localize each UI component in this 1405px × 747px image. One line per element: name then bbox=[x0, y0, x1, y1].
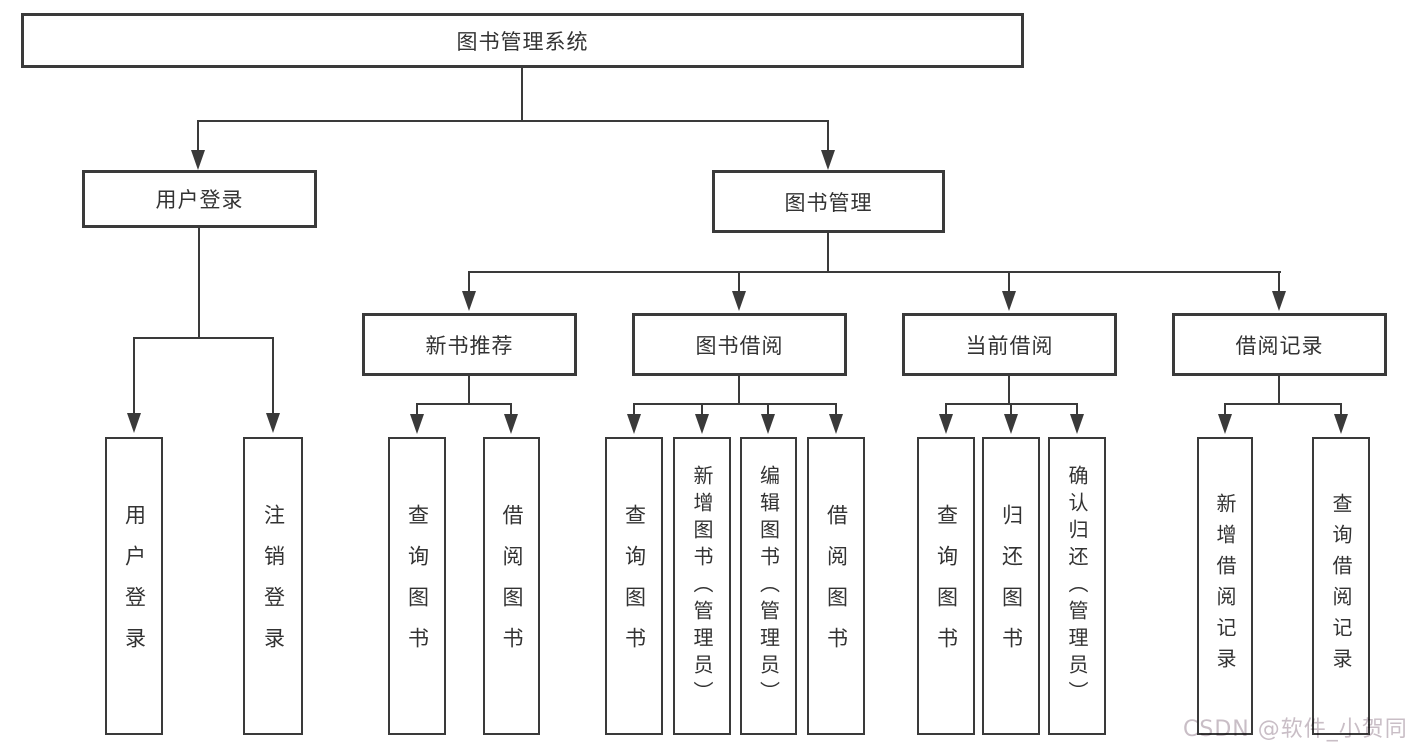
arrow-down-icon bbox=[821, 150, 835, 170]
arrow-down-icon bbox=[761, 414, 775, 434]
leaf-label: 编辑图书（管理员） bbox=[756, 464, 781, 708]
leaf-label: 用户登录 bbox=[122, 504, 147, 668]
leaf-user-login: 用户登录 bbox=[105, 437, 163, 735]
edge-root-stem bbox=[521, 66, 523, 121]
leaf-label: 确认归还（管理员） bbox=[1065, 464, 1089, 708]
arrow-down-icon bbox=[1070, 414, 1084, 434]
edge-user-login-stem bbox=[198, 227, 200, 338]
edge-leaf-stub bbox=[945, 405, 947, 415]
node-current-borrowing-label: 当前借阅 bbox=[965, 333, 1054, 358]
leaf-add-borrow-record: 新增借阅记录 bbox=[1197, 437, 1253, 735]
arrow-down-icon bbox=[462, 291, 476, 311]
leaf-label: 查询图书 bbox=[934, 504, 959, 668]
leaf-logout: 注销登录 bbox=[243, 437, 303, 735]
edge-leaf-stub bbox=[633, 405, 635, 415]
edge-group-stub bbox=[1278, 273, 1280, 292]
node-user-login: 用户登录 bbox=[82, 170, 317, 228]
csdn-watermark: CSDN @软件_小贺同学 bbox=[1183, 717, 1405, 742]
leaf-label: 查询图书 bbox=[622, 504, 647, 668]
edge-group4-bar bbox=[1224, 403, 1342, 405]
arrow-down-icon bbox=[627, 414, 641, 434]
arrow-down-icon bbox=[695, 414, 709, 434]
leaf-confirm-return-admin: 确认归还（管理员） bbox=[1048, 437, 1106, 735]
edge-leaf-stub bbox=[835, 405, 837, 415]
edge-group-stub bbox=[468, 273, 470, 292]
edge-group2-stem bbox=[738, 375, 740, 404]
edge-book-mgmt-bar bbox=[468, 271, 1281, 273]
arrow-down-icon bbox=[1218, 414, 1232, 434]
arrow-down-icon bbox=[191, 150, 205, 170]
leaf-borrow-books-recommend: 借阅图书 bbox=[483, 437, 540, 735]
edge-group1-stem bbox=[468, 375, 470, 404]
arrow-down-icon bbox=[1272, 291, 1286, 311]
edge-group1-bar bbox=[416, 403, 512, 405]
leaf-label: 注销登录 bbox=[261, 504, 286, 668]
node-book-borrowing-label: 图书借阅 bbox=[695, 333, 784, 358]
edge-group-stub bbox=[738, 273, 740, 292]
leaf-label: 新增图书（管理员） bbox=[690, 464, 714, 708]
leaf-query-books-borrowing: 查询图书 bbox=[605, 437, 663, 735]
node-user-login-label: 用户登录 bbox=[155, 188, 244, 212]
arrow-down-icon bbox=[127, 413, 141, 433]
node-book-management: 图书管理 bbox=[712, 170, 945, 233]
arrow-down-icon bbox=[1004, 414, 1018, 434]
edge-leaf-stub bbox=[1340, 405, 1342, 415]
node-book-borrowing: 图书借阅 bbox=[632, 313, 847, 376]
node-book-management-label: 图书管理 bbox=[784, 190, 873, 215]
arrow-down-icon bbox=[410, 414, 424, 434]
leaf-label: 借阅图书 bbox=[500, 504, 524, 668]
edge-group3-stem bbox=[1008, 375, 1010, 404]
edge-group-stub bbox=[1008, 273, 1010, 292]
arrow-down-icon bbox=[829, 414, 843, 434]
node-borrow-records-label: 借阅记录 bbox=[1235, 333, 1324, 358]
leaf-query-borrow-record: 查询借阅记录 bbox=[1312, 437, 1370, 735]
edge-group2-bar bbox=[633, 403, 837, 405]
arrow-down-icon bbox=[939, 414, 953, 434]
node-new-book-recommend: 新书推荐 bbox=[362, 313, 577, 376]
leaf-label: 查询图书 bbox=[405, 504, 430, 668]
leaf-label: 查询借阅记录 bbox=[1329, 493, 1353, 679]
edge-leaf-stub bbox=[701, 405, 703, 415]
edge-leaf-stub bbox=[1224, 405, 1226, 415]
leaf-label: 借阅图书 bbox=[824, 504, 849, 668]
edge-user-login-stub bbox=[133, 339, 135, 414]
edge-group3-bar bbox=[945, 403, 1078, 405]
leaf-label: 归还图书 bbox=[999, 504, 1024, 668]
arrow-down-icon bbox=[1334, 414, 1348, 434]
leaf-query-books-recommend: 查询图书 bbox=[388, 437, 446, 735]
arrow-down-icon bbox=[504, 414, 518, 434]
edge-root-bar bbox=[197, 120, 829, 122]
edge-leaf-stub bbox=[416, 405, 418, 415]
leaf-label: 新增借阅记录 bbox=[1213, 493, 1237, 679]
edge-leaf-stub bbox=[510, 405, 512, 415]
leaf-add-book-admin: 新增图书（管理员） bbox=[673, 437, 731, 735]
node-root-label: 图书管理系统 bbox=[456, 29, 589, 54]
edge-leaf-stub bbox=[1010, 405, 1012, 415]
arrow-down-icon bbox=[732, 291, 746, 311]
edge-group4-stem bbox=[1278, 375, 1280, 404]
edge-leaf-stub bbox=[767, 405, 769, 415]
node-root: 图书管理系统 bbox=[21, 13, 1024, 68]
edge-book-mgmt-stem bbox=[827, 232, 829, 273]
leaf-edit-book-admin: 编辑图书（管理员） bbox=[740, 437, 797, 735]
node-borrow-records: 借阅记录 bbox=[1172, 313, 1387, 376]
leaf-return-books: 归还图书 bbox=[982, 437, 1040, 735]
edge-leaf-stub bbox=[1076, 405, 1078, 415]
leaf-borrow-books-borrowing: 借阅图书 bbox=[807, 437, 865, 735]
edge-user-login-bar bbox=[133, 337, 274, 339]
edge-user-login-stub bbox=[272, 339, 274, 414]
node-new-book-recommend-label: 新书推荐 bbox=[425, 333, 514, 358]
edge-root-left-stub bbox=[197, 122, 199, 151]
edge-root-right-stub bbox=[827, 122, 829, 151]
arrow-down-icon bbox=[266, 413, 280, 433]
leaf-query-books-current: 查询图书 bbox=[917, 437, 975, 735]
arrow-down-icon bbox=[1002, 291, 1016, 311]
node-current-borrowing: 当前借阅 bbox=[902, 313, 1117, 376]
